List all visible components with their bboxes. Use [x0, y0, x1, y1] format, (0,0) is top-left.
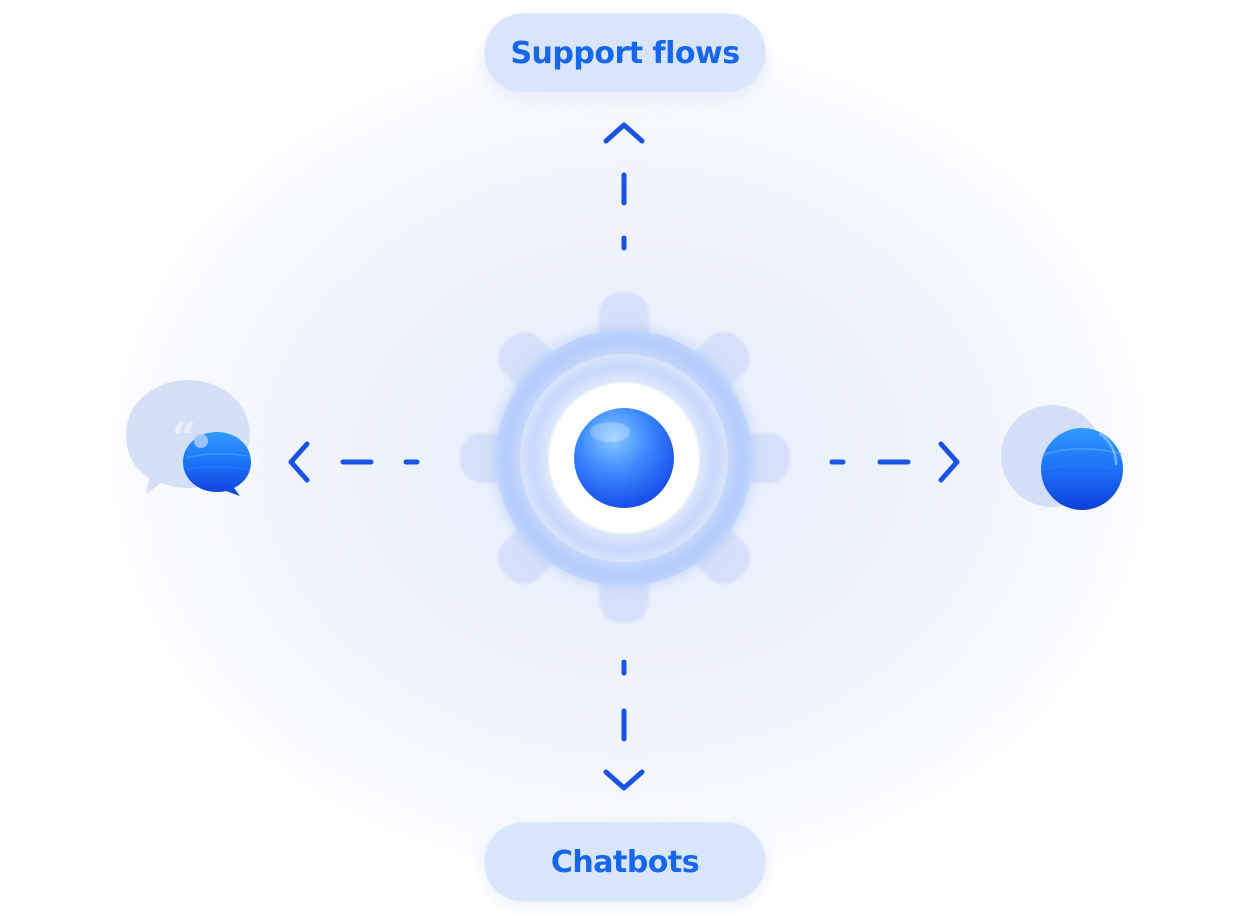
arrow-left [288, 441, 420, 483]
chatbots-label: Chatbots [550, 844, 700, 880]
gear-icon [460, 292, 790, 623]
support-flows-label: Support flows [510, 35, 740, 71]
blue-orb-icon [1001, 405, 1124, 510]
support-flows-pill: Support flows [484, 13, 766, 93]
arrow-down [603, 659, 645, 791]
chatbots-pill: Chatbots [484, 822, 766, 902]
center-orb-icon [574, 408, 674, 508]
chat-bubbles-icon: “ [126, 380, 251, 496]
arrow-up [603, 122, 645, 251]
arrow-right [829, 441, 960, 483]
